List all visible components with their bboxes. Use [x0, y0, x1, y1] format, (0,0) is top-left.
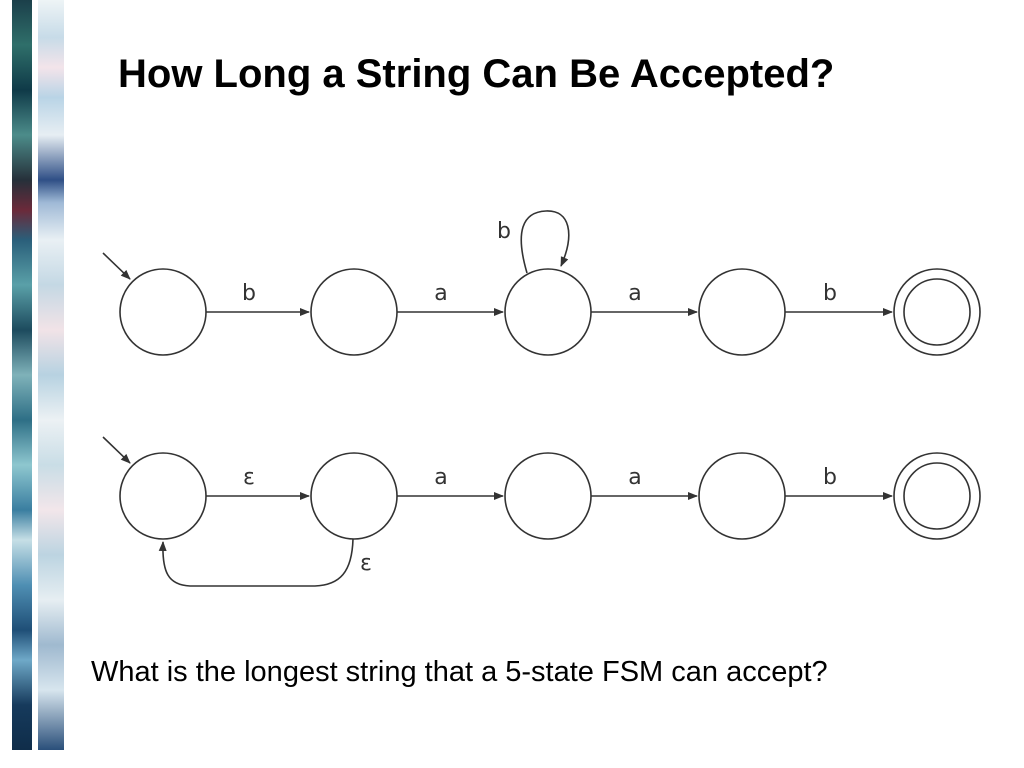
edge-label-bottom-3: a [628, 465, 641, 490]
question-text: What is the longest string that a 5-stat… [91, 656, 828, 688]
fsm-bottom-labels: ε a a b ε [243, 465, 837, 576]
edge-label-top-3: a [628, 281, 641, 306]
state-top-1 [119, 268, 207, 356]
fsm-top-labels: b a a b b [242, 219, 837, 306]
start-arrow-top [102, 252, 131, 280]
state-bottom-3 [504, 452, 592, 540]
edge-label-top-4: b [823, 281, 837, 306]
state-bottom-2 [310, 452, 398, 540]
self-loop-label-top: b [497, 219, 511, 244]
state-bottom-1 [119, 452, 207, 540]
back-edge-label-bottom: ε [360, 551, 372, 576]
self-loop-top [520, 210, 570, 274]
slide-title: How Long a String Can Be Accepted? [118, 52, 835, 96]
fsm-bottom [102, 436, 981, 587]
accept-state-bottom [893, 452, 981, 540]
state-top-4 [698, 268, 786, 356]
back-edge-bottom [158, 538, 354, 587]
decorative-strip-left [12, 0, 32, 750]
edge-label-top-1: b [242, 281, 256, 306]
edge-label-bottom-4: b [823, 465, 837, 490]
edge-label-bottom-2: a [434, 465, 447, 490]
edge-label-bottom-1: ε [243, 465, 255, 490]
state-top-2 [310, 268, 398, 356]
edge-label-top-2: a [434, 281, 447, 306]
decorative-strip-right [38, 0, 64, 750]
start-arrow-bottom [102, 436, 131, 464]
state-top-3 [504, 268, 592, 356]
accept-state-top [893, 268, 981, 356]
fsm-top [102, 210, 981, 356]
state-bottom-4 [698, 452, 786, 540]
